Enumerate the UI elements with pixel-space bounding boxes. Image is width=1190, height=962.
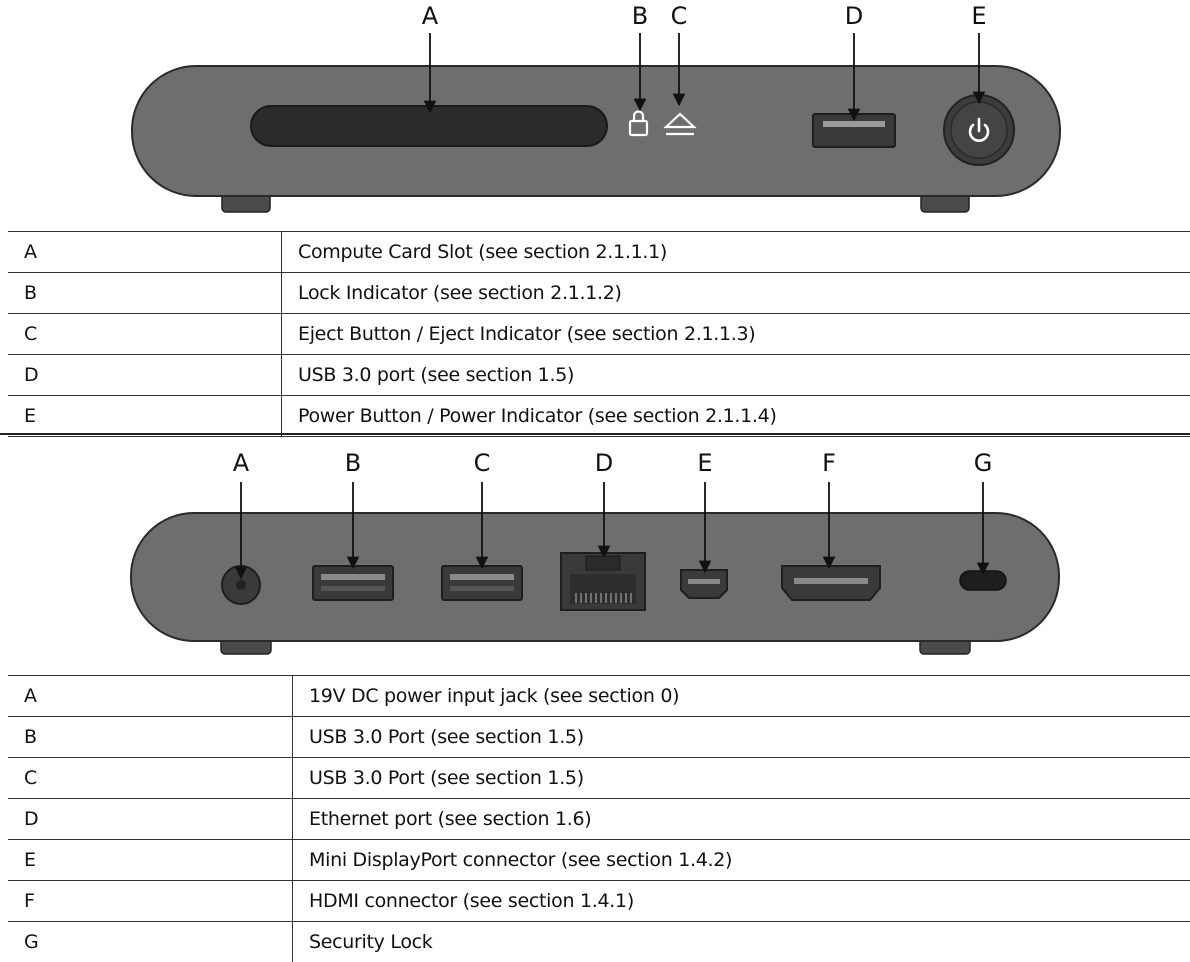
table-row: B Lock Indicator (see section 2.1.1.2) — [8, 273, 1190, 314]
front-panel-legend-table: A Compute Card Slot (see section 2.1.1.1… — [8, 231, 1190, 437]
row-letter: G — [8, 922, 293, 962]
row-letter: A — [8, 232, 282, 273]
table-row: C USB 3.0 Port (see section 1.5) — [8, 758, 1190, 799]
row-letter: D — [8, 355, 282, 396]
row-letter: B — [8, 273, 282, 314]
front-callout-b: B — [632, 2, 648, 30]
row-letter: A — [8, 676, 293, 717]
ethernet-port — [561, 553, 645, 610]
table-row: B USB 3.0 Port (see section 1.5) — [8, 717, 1190, 758]
dc-jack-pin — [236, 580, 246, 590]
row-letter: D — [8, 799, 293, 840]
front-callout-e: E — [971, 2, 986, 30]
table-row: G Security Lock — [8, 922, 1190, 962]
row-description: USB 3.0 Port (see section 1.5) — [293, 717, 1190, 758]
table-row: D USB 3.0 port (see section 1.5) — [8, 355, 1190, 396]
row-letter: B — [8, 717, 293, 758]
row-letter: C — [8, 758, 293, 799]
rear-panel-diagram: A B C D E F G — [0, 440, 1190, 672]
row-description: 19V DC power input jack (see section 0) — [293, 676, 1190, 717]
rear-usb-port-2 — [442, 566, 522, 600]
rear-callout-b: B — [345, 449, 361, 477]
hdmi-port — [782, 566, 880, 600]
rear-callout-f: F — [822, 449, 836, 477]
table-row: A Compute Card Slot (see section 2.1.1.1… — [8, 232, 1190, 273]
row-description: Ethernet port (see section 1.6) — [293, 799, 1190, 840]
row-description: USB 3.0 port (see section 1.5) — [282, 355, 1190, 396]
table-row: E Mini DisplayPort connector (see sectio… — [8, 840, 1190, 881]
rear-callout-g: G — [974, 449, 993, 477]
rear-panel-legend-table: A 19V DC power input jack (see section 0… — [8, 675, 1190, 962]
rear-usb-port-1 — [313, 566, 393, 600]
rear-callout-e: E — [697, 449, 712, 477]
front-usb-tongue — [823, 121, 885, 127]
table-row: E Power Button / Power Indicator (see se… — [8, 396, 1190, 437]
row-description: Compute Card Slot (see section 2.1.1.1) — [282, 232, 1190, 273]
front-panel-diagram: A B C D E — [0, 0, 1190, 231]
row-description: Mini DisplayPort connector (see section … — [293, 840, 1190, 881]
front-callout-c: C — [671, 2, 688, 30]
front-callout-a: A — [422, 2, 439, 30]
row-description: Lock Indicator (see section 2.1.1.2) — [282, 273, 1190, 314]
row-description: HDMI connector (see section 1.4.1) — [293, 881, 1190, 922]
row-letter: E — [8, 840, 293, 881]
rear-callout-d: D — [595, 449, 613, 477]
table-row: F HDMI connector (see section 1.4.1) — [8, 881, 1190, 922]
row-description: USB 3.0 Port (see section 1.5) — [293, 758, 1190, 799]
row-letter: F — [8, 881, 293, 922]
table-row: A 19V DC power input jack (see section 0… — [8, 676, 1190, 717]
row-description: Security Lock — [293, 922, 1190, 962]
row-description: Eject Button / Eject Indicator (see sect… — [282, 314, 1190, 355]
rear-callout-c: C — [474, 449, 491, 477]
table-row: C Eject Button / Eject Indicator (see se… — [8, 314, 1190, 355]
front-callout-d: D — [845, 2, 863, 30]
section-divider — [0, 433, 1190, 435]
compute-card-slot — [251, 106, 607, 146]
row-letter: C — [8, 314, 282, 355]
mini-displayport — [681, 570, 727, 598]
rear-callout-a: A — [233, 449, 250, 477]
table-row: D Ethernet port (see section 1.6) — [8, 799, 1190, 840]
row-letter: E — [8, 396, 282, 437]
row-description: Power Button / Power Indicator (see sect… — [282, 396, 1190, 437]
